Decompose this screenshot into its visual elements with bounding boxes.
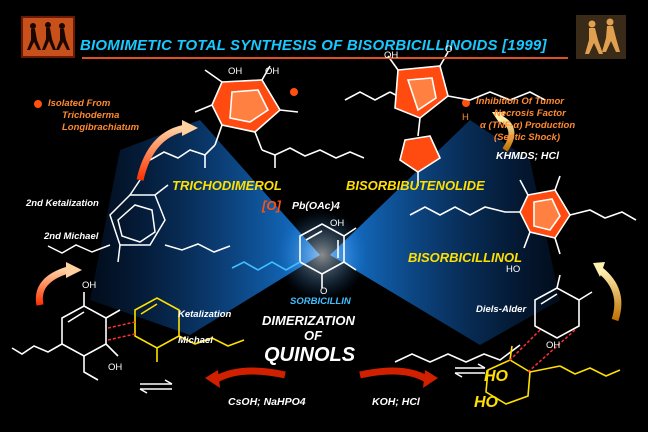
atom-oh-6: OH <box>108 362 123 373</box>
bottom-left-quinol-structure <box>11 292 121 381</box>
atom-oh-7: OH <box>546 340 561 351</box>
diels-alder-label: Diels-Alder <box>476 304 527 315</box>
atom-oh-5: OH <box>82 280 97 291</box>
ketalization-label: Ketalization <box>178 309 232 320</box>
arrow-left-top <box>136 124 186 181</box>
inhibition-note: Inhibition Of Tumor Necrosis Factor α (T… <box>476 96 576 143</box>
right-beam <box>330 120 560 345</box>
atom-h-1: H <box>462 112 469 123</box>
ketalization2-label: 2nd Ketalization <box>26 198 99 209</box>
atom-o-2: O <box>320 286 328 297</box>
title-rule <box>82 57 568 59</box>
atom-ho-yellow-2: HO <box>474 394 498 411</box>
bisorbibutenolide-label: BISORBIBUTENOLIDE <box>346 178 485 193</box>
left-cage-structure <box>47 179 231 263</box>
atom-ho-1: HO <box>506 264 521 275</box>
bottom-right-diels-alder-structure <box>394 274 593 363</box>
atom-oh-2: OH <box>265 66 280 77</box>
sorbicillin-label: SORBICILLIN <box>290 296 351 307</box>
trichodimerol-structure <box>149 65 365 168</box>
header-right-figures-image <box>576 15 626 59</box>
bottom-left-quinol-yellow-structure <box>134 297 245 362</box>
bisorbicillinol-structure <box>409 175 637 255</box>
csoh-reagent-label: CsOH; NaHPO4 <box>228 396 306 408</box>
arrow-csoh <box>213 367 286 384</box>
michael2-label: 2nd Michael <box>44 231 99 242</box>
arrow-right-up <box>597 267 622 322</box>
quinols-label: QUINOLS <box>264 344 356 366</box>
atom-oh-1: OH <box>228 66 243 77</box>
arrow-koh <box>359 367 430 384</box>
arrow-left-up <box>35 266 70 306</box>
bisorbibutenolide-structure <box>344 51 546 186</box>
atom-oh-3: OH <box>384 50 399 61</box>
koh-reagent-label: KOH; HCl <box>372 396 420 408</box>
arrow-right-top <box>498 115 515 152</box>
atom-ho-yellow-1: HO <box>484 368 508 385</box>
michael-label: Michael <box>178 335 213 346</box>
isolated-note: Isolated From Trichoderma Longibrachiatu… <box>48 98 140 133</box>
header-left-figures-image <box>21 16 75 58</box>
page-title: BIOMIMETIC TOTAL SYNTHESIS OF BISORBICIL… <box>80 37 547 54</box>
dimerization-label: DIMERIZATION <box>262 313 355 328</box>
bisorbicillinol-label: BISORBICILLINOL <box>408 250 523 265</box>
of-label: OF <box>304 328 323 343</box>
atom-o-1: O <box>445 44 453 55</box>
equilibrium-right <box>454 363 486 378</box>
left-beam <box>90 120 320 335</box>
oxidation-label: [O] <box>262 198 281 213</box>
sorbicillin-structure <box>231 223 357 288</box>
atom-oh-4: OH <box>330 218 345 229</box>
equilibrium-left <box>139 379 173 394</box>
trichodimerol-label: TRICHODIMEROL <box>172 178 282 193</box>
pb-reagent-label: Pb(OAc)4 <box>292 200 340 212</box>
khmds-reagent-label: KHMDS; HCl <box>496 150 559 162</box>
